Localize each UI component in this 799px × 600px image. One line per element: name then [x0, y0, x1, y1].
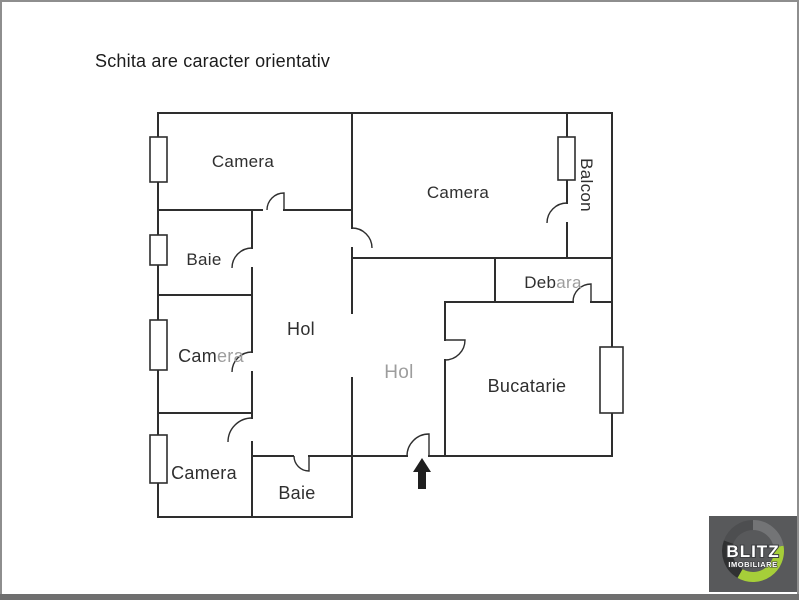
- door-arc: [231, 351, 253, 373]
- room-label-camera-middle: Camera: [178, 346, 245, 366]
- door-arc: [572, 283, 592, 303]
- logo-ring-gray-right-segment: [752, 520, 784, 548]
- room-label-balcon: Balcon: [577, 158, 596, 212]
- door-arc: [231, 247, 253, 269]
- window: [599, 346, 624, 414]
- room-label-camera-top-right: Camera: [427, 183, 490, 202]
- door-arc: [351, 227, 373, 249]
- room-label-baie-top: Baie: [186, 250, 221, 269]
- room-label-baie-bottom: Baie: [278, 483, 315, 503]
- doors: [227, 192, 592, 472]
- logo-ring: [722, 520, 784, 582]
- room-label-hol-left: Hol: [287, 319, 315, 339]
- logo-brand-text: BLITZ: [726, 542, 779, 561]
- windows: [149, 136, 624, 484]
- entrance-door-arc: [406, 433, 430, 457]
- room-label-debara: Debara: [524, 273, 582, 292]
- logo-ring-dark-segment: [722, 540, 743, 578]
- room-label-camera-bottom: Camera: [171, 463, 238, 483]
- room-label-camera-top-left: Camera: [212, 152, 275, 171]
- logo-subtitle-text: IMOBILIARE: [728, 560, 777, 569]
- window: [149, 136, 168, 183]
- door-arc: [266, 192, 285, 211]
- window: [149, 234, 168, 266]
- window: [149, 319, 168, 371]
- room-label-bucatarie: Bucatarie: [488, 376, 567, 396]
- blitz-imobiliare-logo: BLITZ IMOBILIARE: [709, 516, 797, 592]
- door-arc: [227, 417, 253, 443]
- bottom-bar: [0, 594, 799, 600]
- door-arc: [546, 202, 568, 224]
- logo-ring-green-segment: [737, 545, 784, 582]
- entrance-arrow-icon: [413, 458, 431, 489]
- room-label-hol-right: Hol: [384, 362, 413, 383]
- window: [149, 434, 168, 484]
- logo-ring-gray-left-segment: [723, 520, 754, 545]
- walls: [157, 112, 613, 518]
- door-arc: [293, 455, 310, 472]
- window: [557, 136, 576, 181]
- door-arc: [444, 339, 466, 361]
- disclaimer-title: Schita are caracter orientativ: [95, 51, 330, 71]
